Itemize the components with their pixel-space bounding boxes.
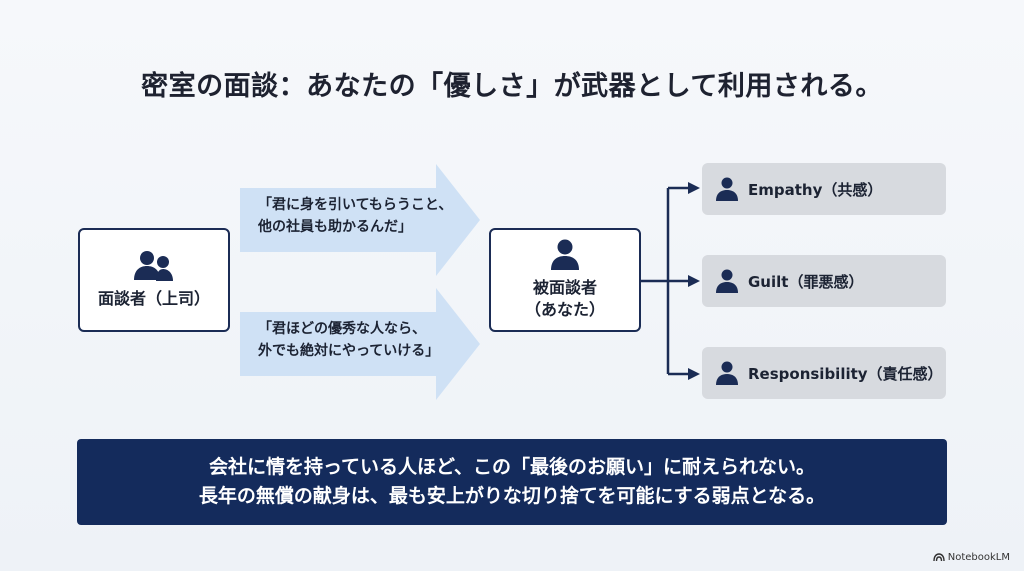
quote-line: 「君ほどの優秀な人なら、 bbox=[258, 321, 426, 337]
interviewee-label-line2: （あなた） bbox=[524, 300, 605, 319]
quote-line: 「君に身を引いてもらうこと、 bbox=[258, 197, 453, 213]
arrow-shape bbox=[240, 288, 480, 400]
quote-arrow-top: 「君に身を引いてもらうこと、 他の社員も助かるんだ」 bbox=[240, 164, 480, 276]
trait-label: Empathy（共感） bbox=[748, 180, 883, 199]
quote-text: 「君ほどの優秀な人なら、 外でも絶対にやっていける」 bbox=[258, 318, 468, 363]
person-icon bbox=[716, 269, 738, 293]
notebooklm-logo-icon bbox=[933, 553, 945, 562]
trait-label: Responsibility（責任感） bbox=[748, 364, 943, 383]
arrow-shape bbox=[240, 164, 480, 276]
group-icon bbox=[134, 251, 173, 282]
person-icon bbox=[551, 239, 579, 271]
interviewer-box: 面談者（上司） bbox=[78, 228, 230, 332]
quote-arrow-bottom: 「君ほどの優秀な人なら、 外でも絶対にやっていける」 bbox=[240, 288, 480, 400]
quote-text: 「君に身を引いてもらうこと、 他の社員も助かるんだ」 bbox=[258, 194, 468, 239]
trait-responsibility: Responsibility（責任感） bbox=[702, 347, 946, 399]
interviewee-box: 被面談者 （あなた） bbox=[489, 228, 641, 332]
trait-label: Guilt（罪悪感） bbox=[748, 272, 864, 291]
trait-guilt: Guilt（罪悪感） bbox=[702, 255, 946, 307]
brand-name: NotebookLM bbox=[947, 552, 1010, 563]
trait-empathy: Empathy（共感） bbox=[702, 163, 946, 215]
interviewee-label: 被面談者 （あなた） bbox=[525, 277, 605, 320]
interviewee-label-line1: 被面談者 bbox=[532, 278, 597, 298]
quote-line: 他の社員も助かるんだ」 bbox=[258, 219, 412, 236]
notebooklm-brand: NotebookLM bbox=[933, 552, 1010, 563]
banner-line: 会社に情を持っている人ほど、この「最後のお願い」に耐えられない。 bbox=[208, 455, 816, 478]
page-title: 密室の面談：あなたの「優しさ」が武器として利用される。 bbox=[141, 71, 883, 102]
banner-line: 長年の無償の献身は、最も安上がりな切り捨てを可能にする弱点となる。 bbox=[198, 485, 826, 507]
summary-banner: 会社に情を持っている人ほど、この「最後のお願い」に耐えられない。 長年の無償の献… bbox=[77, 439, 947, 525]
interviewer-label: 面談者（上司） bbox=[97, 289, 210, 309]
quote-line: 外でも絶対にやっていける」 bbox=[258, 343, 440, 360]
person-icon bbox=[716, 361, 738, 385]
person-icon bbox=[716, 177, 738, 201]
